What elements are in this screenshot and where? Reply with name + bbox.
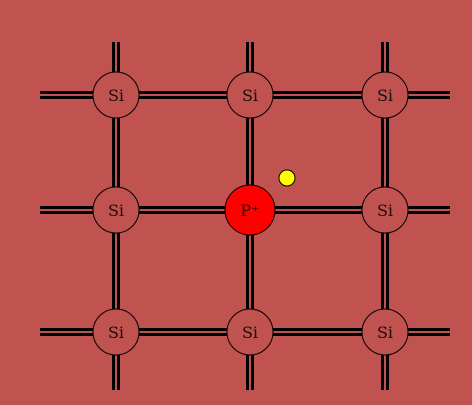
- silicon-atom-circle: [361, 186, 409, 234]
- silicon-atom: Si: [92, 186, 140, 234]
- dopant-atom: P⁺: [224, 184, 276, 236]
- silicon-atom: Si: [361, 308, 409, 356]
- silicon-atom-label: Si: [377, 323, 393, 342]
- silicon-atom-circle: [92, 186, 140, 234]
- silicon-atom-label: Si: [377, 201, 393, 220]
- silicon-atom-label: Si: [108, 86, 124, 105]
- silicon-atom-circle: [226, 308, 274, 356]
- silicon-atom: Si: [226, 71, 274, 119]
- silicon-atom: Si: [361, 71, 409, 119]
- silicon-atom-circle: [92, 308, 140, 356]
- silicon-atom-circle: [226, 71, 274, 119]
- silicon-atom-label: Si: [377, 86, 393, 105]
- silicon-atom: Si: [361, 186, 409, 234]
- dopant-atom-circle: [224, 184, 276, 236]
- silicon-atom-label: Si: [242, 86, 258, 105]
- silicon-atom-circle: [92, 71, 140, 119]
- silicon-atom: Si: [92, 71, 140, 119]
- silicon-atom-label: Si: [242, 323, 258, 342]
- silicon-atom-label: Si: [108, 323, 124, 342]
- dopant-atom-label: P⁺: [240, 201, 259, 220]
- silicon-atom-label: Si: [108, 201, 124, 220]
- silicon-atom: Si: [92, 308, 140, 356]
- silicon-atom: Si: [226, 308, 274, 356]
- silicon-atom-circle: [361, 308, 409, 356]
- silicon-atom-circle: [361, 71, 409, 119]
- free-electron-icon: [278, 169, 296, 187]
